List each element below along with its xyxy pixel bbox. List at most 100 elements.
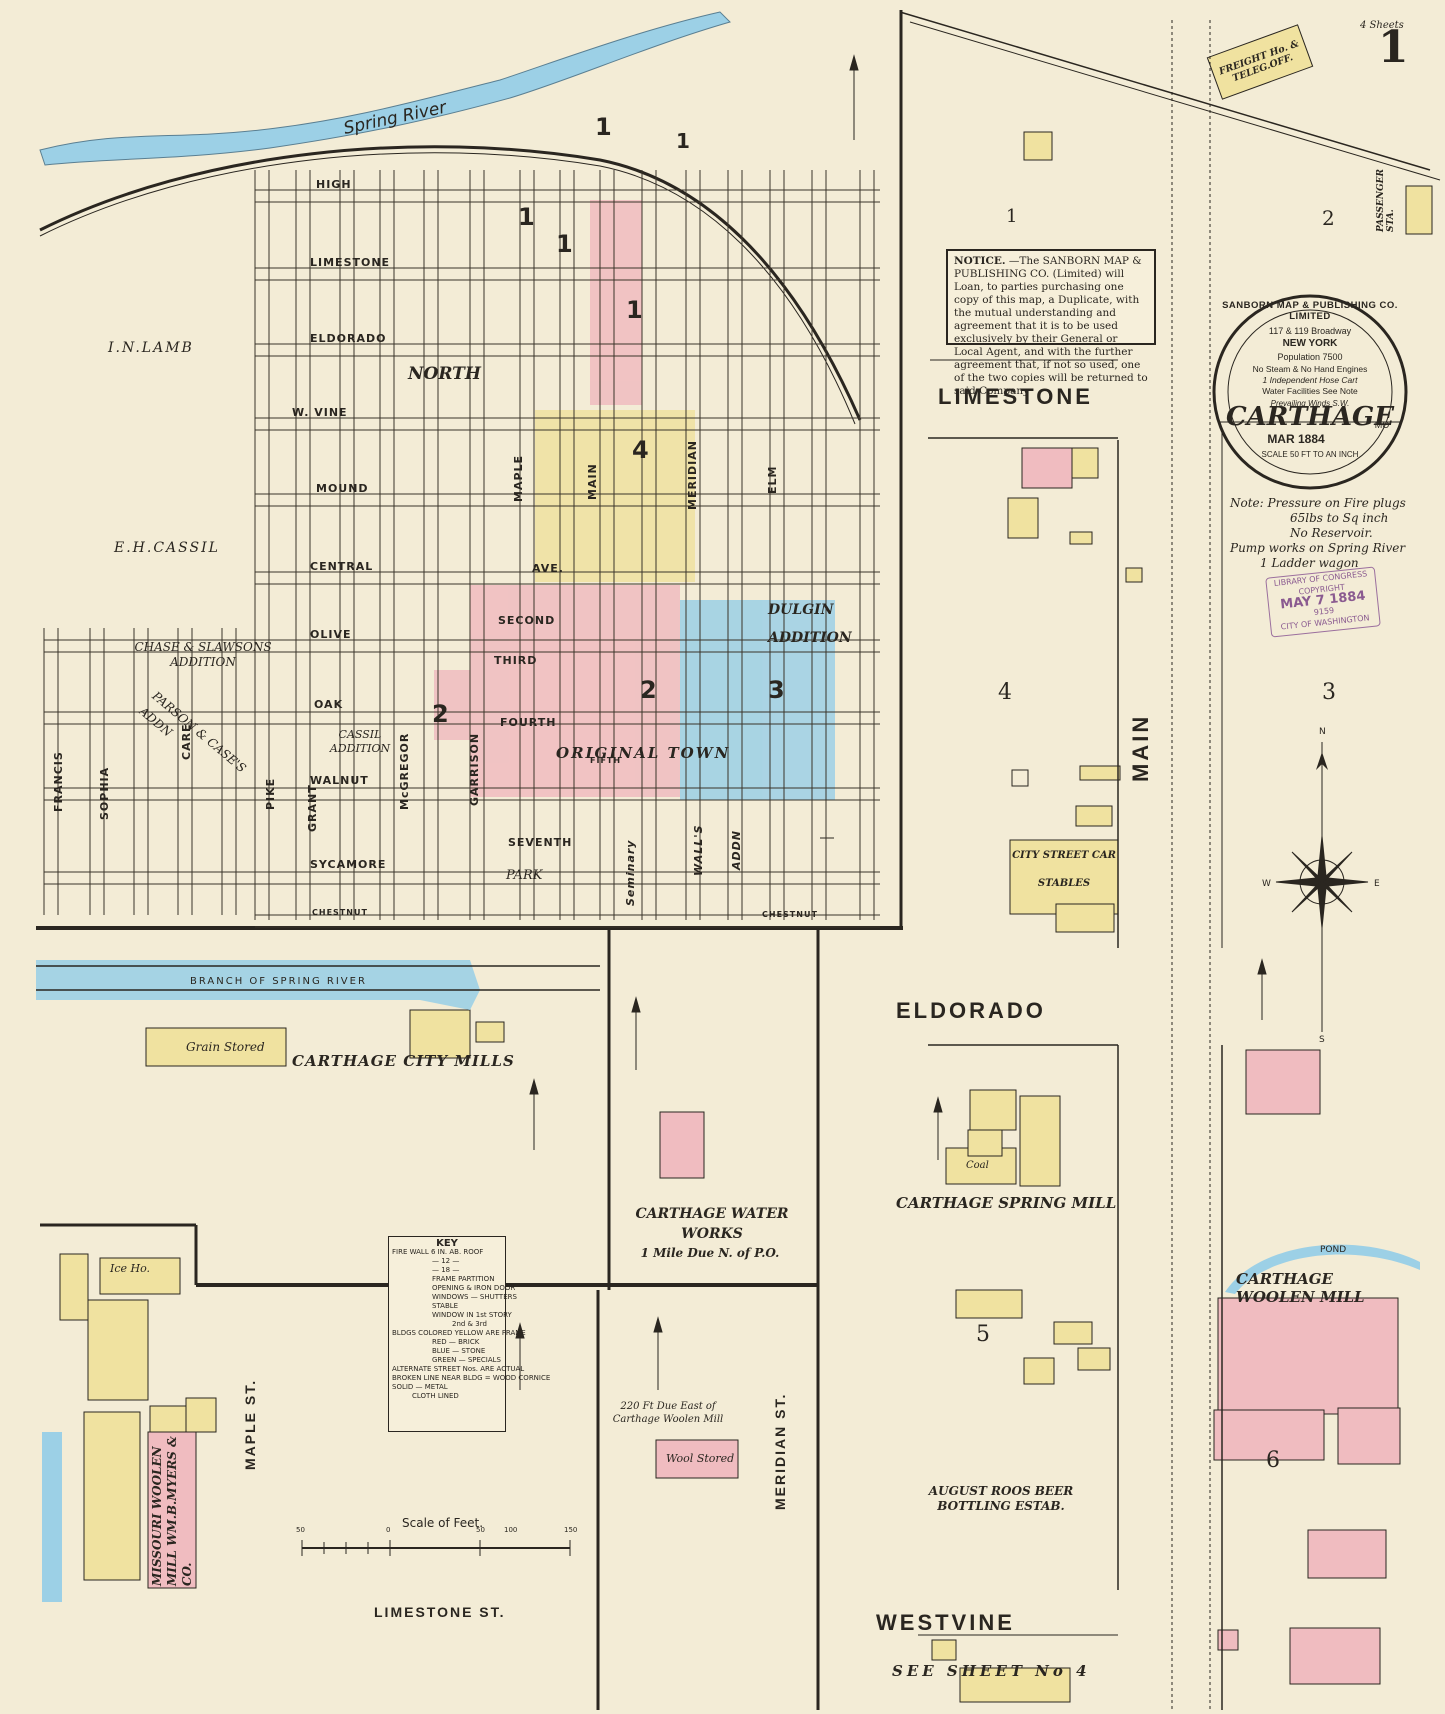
ov-street-third: THIRD [494,654,538,667]
key-row: WINDOWS — SHUTTERS [432,1293,517,1301]
ov-street-fifth: FIFTH [590,756,622,765]
ov-street-walls: WALL'S [692,824,705,876]
svg-text:1: 1 [676,129,690,153]
label-east-of: 220 Ft Due East of Carthage Woolen Mill [612,1401,724,1425]
key-row: OPENING & IRON DOOR [432,1284,516,1292]
label-woolen-mill: CARTHAGE WOOLEN MILL [1236,1270,1365,1306]
ov-street-oak: OAK [314,698,344,711]
label-original-town: ORIGINAL TOWN [556,744,731,762]
key-row: WINDOW IN 1st STORY [432,1311,512,1319]
note-line: 1 Ladder wagon [1260,556,1359,570]
railroad-track [39,145,862,421]
ov-street-main: MAIN [586,463,599,500]
block-number: 2 [1322,206,1335,230]
svg-text:S: S [1319,1035,1325,1045]
buildings [59,24,1433,1703]
ov-street-pike: PIKE [264,777,277,810]
scale-tick: 0 [386,1526,391,1534]
label-grain: Grain Stored [186,1040,265,1054]
ov-street-olive: OLIVE [310,628,352,641]
label-park: PARK [506,868,543,883]
ov-street-care: CARE [180,723,193,760]
notice-text: —The SANBORN MAP & PUBLISHING CO. (Limit… [954,255,1148,397]
label-water-works: CARTHAGE WATER WORKS [635,1206,789,1242]
street-maple-st: MAPLE ST. [242,1378,258,1470]
total-sheets: 4 Sheets [1360,20,1404,31]
key-row: — 18 — [432,1266,460,1274]
ov-street-limestone: LIMESTONE [310,256,391,269]
label-beer: AUGUST ROOS BEER BOTTLING ESTAB. [928,1484,1074,1513]
key-title: KEY [436,1238,458,1249]
copyright-stamp: LIBRARY OF CONGRESS COPYRIGHT MAY 7 1884… [1265,566,1381,638]
seal-engines: No Steam & No Hand Engines [1252,364,1368,374]
seal-state: MO [1374,420,1390,430]
street-main: MAIN [1128,713,1153,782]
street-westvine: WESTVINE [876,1610,1015,1635]
ov-street-mound: MOUND [316,482,369,495]
svg-text:W: W [1262,879,1271,889]
key-row: BROKEN LINE NEAR BLDG = WOOD CORNICE [392,1374,551,1382]
label-passenger: PASSENGER STA. [1376,168,1396,232]
ov-street-mcgregor: McGREGOR [398,732,411,810]
svg-text:1: 1 [518,203,535,231]
label-street-car: CITY STREET CAR STABLES [1012,850,1116,889]
block-number: 1 [1006,206,1018,227]
block-number: 4 [998,680,1012,705]
seal-scale: SCALE 50 FT TO AN INCH [1261,450,1359,459]
ov-street-garrison: GARRISON [468,732,481,806]
ov-street-seminary: Seminary [624,839,637,906]
svg-text:2: 2 [432,700,449,728]
street-meridian-st: MERIDIAN ST. [772,1392,788,1510]
ov-street-sycamore: SYCAMORE [310,858,387,871]
ov-street-grant: GRANT [306,784,319,832]
svg-text:2: 2 [640,676,657,704]
ov-street-addn: ADDN [730,830,743,870]
svg-text:1: 1 [626,296,643,324]
key-row: FRAME PARTITION [432,1275,495,1283]
ov-street-chestnut: CHESTNUT [312,908,368,917]
ov-street-meridian: MERIDIAN [686,440,699,510]
label-inlamb: I.N.LAMB [108,340,194,356]
key-row: GREEN — SPECIALS [432,1356,501,1364]
label-spring-mill: CARTHAGE SPRING MILL [896,1194,1117,1212]
key-row: STABLE [432,1302,459,1310]
label-ice-house: Ice Ho. [110,1262,151,1275]
notice-box: NOTICE. —The SANBORN MAP & PUBLISHING CO… [946,249,1156,397]
scale-tick: 100 [504,1526,518,1534]
label-chase: CHASE & SLAWSONS ADDITION [134,640,272,669]
key-row: 2nd & 3rd [452,1320,487,1328]
map-key: KEY FIRE WALL 6 IN. AB. ROOF — 12 — — 18… [388,1236,551,1432]
ov-street-ave: AVE. [532,562,564,575]
ov-street-francis: FRANCIS [52,751,65,812]
ov-street-maple: MAPLE [512,454,525,502]
branch-river [36,960,480,1010]
label-city-mills: CARTHAGE CITY MILLS [292,1052,515,1070]
key-row: BLDGS COLORED YELLOW ARE FRAME [392,1329,526,1337]
ov-street-fourth: FOURTH [500,716,557,729]
scale-bar [301,1540,571,1556]
ov-street-sophia: SOPHIA [98,766,111,820]
seal-hose: 1 Independent Hose Cart [1262,375,1358,385]
block-number: 3 [1322,680,1336,705]
street-limestone-st: LIMESTONE ST. [374,1604,506,1620]
branch-river-label: BRANCH OF SPRING RIVER [190,976,367,987]
ov-street-second: SECOND [498,614,556,627]
scale-label: Scale of Feet. [402,1516,484,1530]
notice-title: NOTICE. [954,255,1006,267]
label-missouri-mill: MISSOURI WOOLEN MILL WM.B.MYERS & CO. [150,1436,194,1586]
left-water [42,1432,62,1602]
block-number: 6 [1266,1448,1280,1473]
ov-street-chestnut: CHESTNUT [762,910,818,919]
svg-text:1: 1 [595,113,612,141]
key-row: CLOTH LINED [412,1392,459,1400]
water-note: Note: Pressure on Fire plugs 65lbs to Sq… [1230,496,1430,571]
svg-text:4: 4 [632,436,649,464]
label-cassil: CASSIL ADDITION [329,728,391,755]
note-line: No Reservoir. [1290,526,1373,540]
label-north: NORTH [408,364,481,384]
key-row: ALTERNATE STREET Nos. ARE ACTUAL [392,1365,525,1373]
block-number: 5 [976,1322,990,1347]
north-arrows [515,54,1267,1390]
